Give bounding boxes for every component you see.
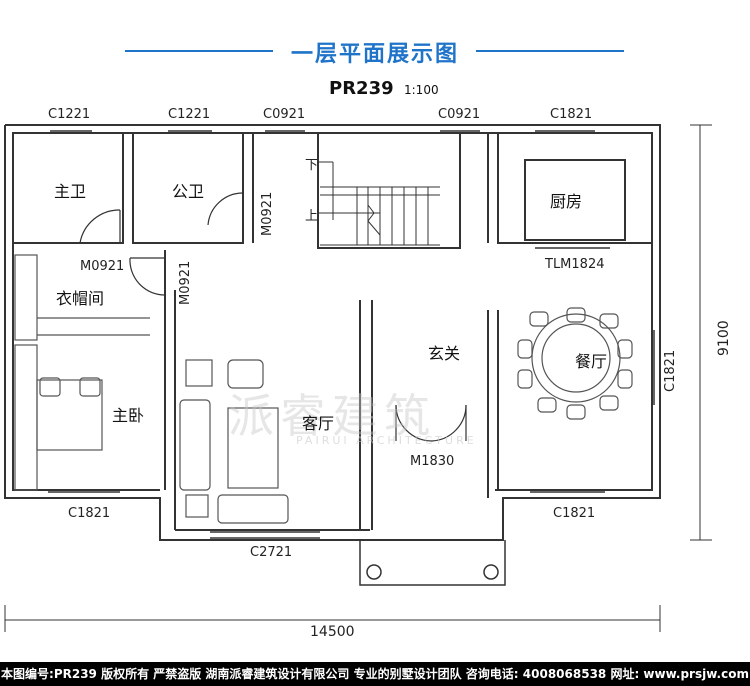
window-label: C1821 [663,349,678,392]
door-label: M0921 [80,259,125,274]
window-label: C1821 [550,107,593,122]
stair-up-label: 上 [305,209,319,224]
watermark-subtitle: PAIRUI ARCHITECTURE [296,434,477,447]
master-bath-walls [12,132,124,244]
public-bath-walls [132,132,244,244]
watermark-logo: 派睿建筑 [228,389,436,443]
drawing-title: 一层平面展示图 [290,42,459,67]
window-label: C1221 [168,107,211,122]
door-label: M0921 [260,191,275,236]
room-public-bath: 公卫 [172,182,205,201]
inner-wall-left [12,133,160,491]
dimension-width: 14500 [310,624,355,640]
title-block: 一层平面展示图 [0,36,750,68]
dimension-depth: 9100 [716,320,732,356]
dining-table [517,307,633,420]
entrance-steps [359,540,506,586]
footer-banner: 本图编号:PR239 版权所有 严禁盗版 湖南派睿建筑设计有限公司 专业的别墅设… [0,662,750,686]
plan-scale: 1:100 [404,83,439,97]
stair-well [317,132,461,249]
window-label: TLM1824 [545,257,605,272]
window-label: C1821 [68,506,111,521]
door-label: M1830 [410,454,455,469]
bedroom-furniture [14,254,150,491]
window-label: C2721 [250,545,293,560]
title-rule-right [476,50,624,52]
room-master-bedroom: 主卧 [112,406,145,425]
title-rule-left [125,50,273,52]
room-living: 客厅 [302,414,335,433]
room-dining: 餐厅 [575,352,608,371]
stair-down-label: 下 [305,158,319,173]
room-kitchen: 厨房 [550,192,583,211]
room-cloakroom: 衣帽间 [56,289,105,308]
door-label: M0921 [178,260,193,305]
window-label: C0921 [263,107,306,122]
window-label: C1821 [553,506,596,521]
room-foyer: 玄关 [428,344,461,363]
room-master-bath: 主卫 [54,182,87,201]
plan-code: PR239 [329,78,394,99]
window-label: C1221 [48,107,91,122]
living-furniture [179,359,289,524]
window-label: C0921 [438,107,481,122]
